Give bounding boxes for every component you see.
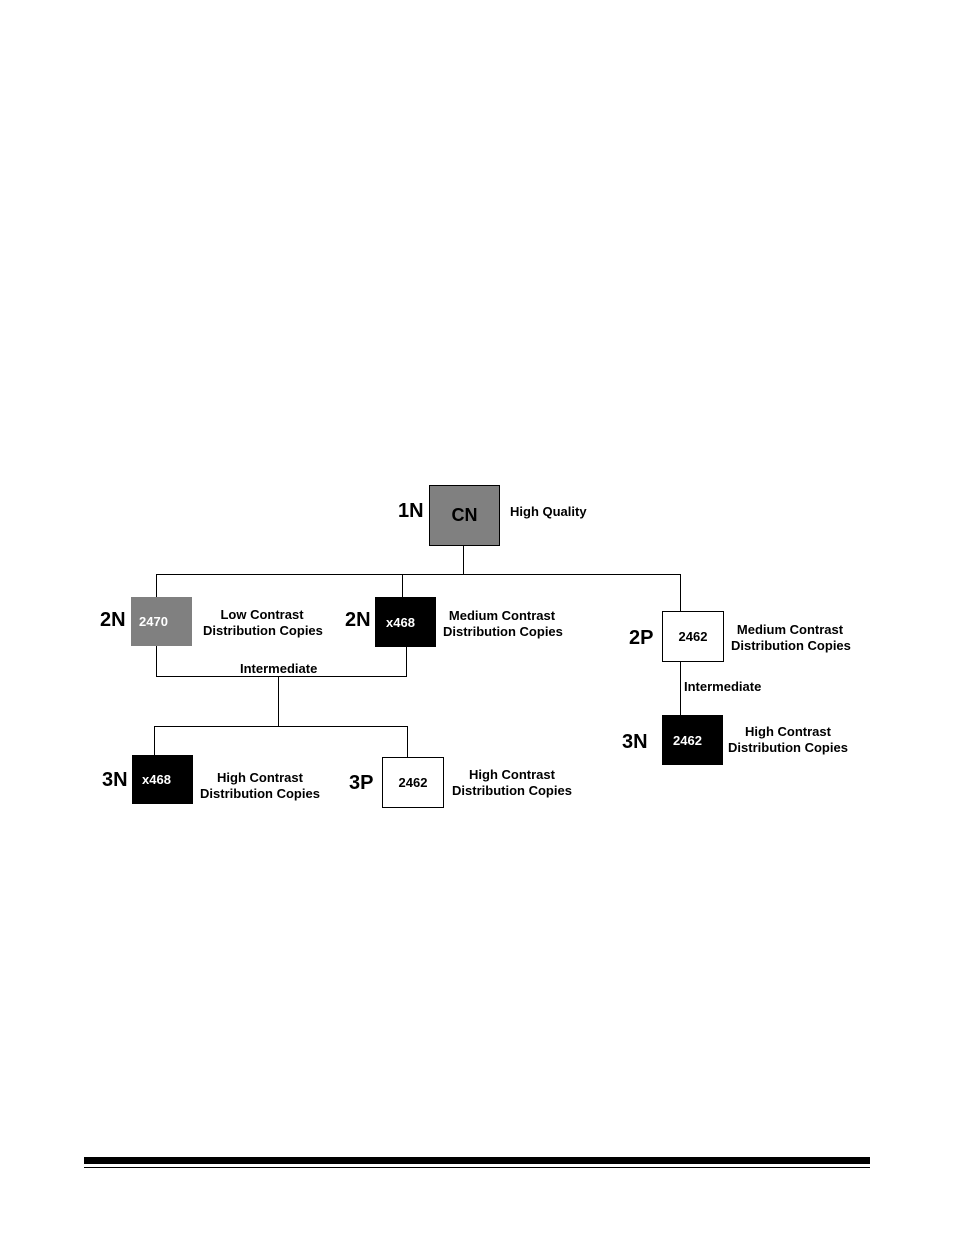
film-label: x468 <box>386 614 415 630</box>
film-box-x468-3n: x468 <box>132 755 193 804</box>
connector-to-x468 <box>402 574 403 598</box>
film-box-2462-2p: 2462 <box>662 611 724 662</box>
film-label: 2462 <box>398 775 428 790</box>
caption-line-1: Medium Contrast <box>448 608 556 623</box>
caption-medium-contrast-right: Medium Contrast Distribution Copies <box>731 622 851 654</box>
caption-line-1: Medium Contrast <box>736 622 844 637</box>
connector-to-3n-left <box>154 726 155 756</box>
intermediate-label-right: Intermediate <box>684 679 762 694</box>
film-label: 2470 <box>139 614 168 629</box>
caption-line-1: Low Contrast <box>220 607 304 622</box>
film-box-x468: x468 <box>375 597 436 647</box>
caption-line-2: Distribution Copies <box>200 786 320 801</box>
generation-label-2n-left: 2N <box>100 609 126 631</box>
generation-label-2n-mid: 2N <box>345 609 371 631</box>
connector-merge-down <box>278 676 279 727</box>
footer-rule-thick <box>84 1157 870 1164</box>
caption-line-2: Distribution Copies <box>203 623 323 638</box>
caption-line-2: Distribution Copies <box>728 740 848 755</box>
generation-label-3n-right: 3N <box>622 731 648 753</box>
connector-to-3p <box>407 726 408 758</box>
caption-high-contrast-left: High Contrast Distribution Copies <box>200 770 320 802</box>
film-box-cn: CN <box>429 485 500 546</box>
generation-label-1n: 1N <box>398 500 424 522</box>
intermediate-label-left: Intermediate <box>240 661 318 676</box>
film-box-2470: 2470 <box>131 597 192 646</box>
connector-2p-to-3n <box>680 661 681 716</box>
connector-to-2p <box>680 574 681 611</box>
generation-label-3n-left: 3N <box>102 769 128 791</box>
connector-root-down <box>463 545 464 575</box>
caption-medium-contrast-left: Medium Contrast Distribution Copies <box>443 608 563 640</box>
caption-line-1: High Contrast <box>217 770 303 785</box>
caption-line-2: Distribution Copies <box>443 624 563 639</box>
film-box-2462-3p: 2462 <box>382 757 444 808</box>
caption-line-2: Distribution Copies <box>731 638 851 653</box>
connector-x468-down <box>406 646 407 677</box>
connector-2470-down <box>156 645 157 677</box>
caption-low-contrast: Low Contrast Distribution Copies <box>203 607 323 639</box>
film-label: x468 <box>142 772 171 787</box>
film-label: 2462 <box>678 629 708 644</box>
film-label: CN <box>451 505 478 525</box>
caption-line-1: High Contrast <box>745 724 831 739</box>
caption-high-contrast-mid: High Contrast Distribution Copies <box>452 767 572 799</box>
caption-line-1: High Contrast <box>469 767 555 782</box>
connector-merge-bar <box>156 676 407 677</box>
generation-label-2p: 2P <box>629 627 654 649</box>
footer-rule-thin <box>84 1167 870 1168</box>
connector-level2-bar <box>156 574 681 575</box>
film-box-2462-3n: 2462 <box>662 715 723 765</box>
film-label: 2462 <box>673 732 702 748</box>
caption-line-2: Distribution Copies <box>452 783 572 798</box>
caption-high-contrast-right: High Contrast Distribution Copies <box>728 724 848 756</box>
connector-to-2470 <box>156 574 157 598</box>
generation-label-3p: 3P <box>349 772 374 794</box>
connector-level3-bar <box>154 726 408 727</box>
caption-high-quality: High Quality <box>510 504 587 519</box>
